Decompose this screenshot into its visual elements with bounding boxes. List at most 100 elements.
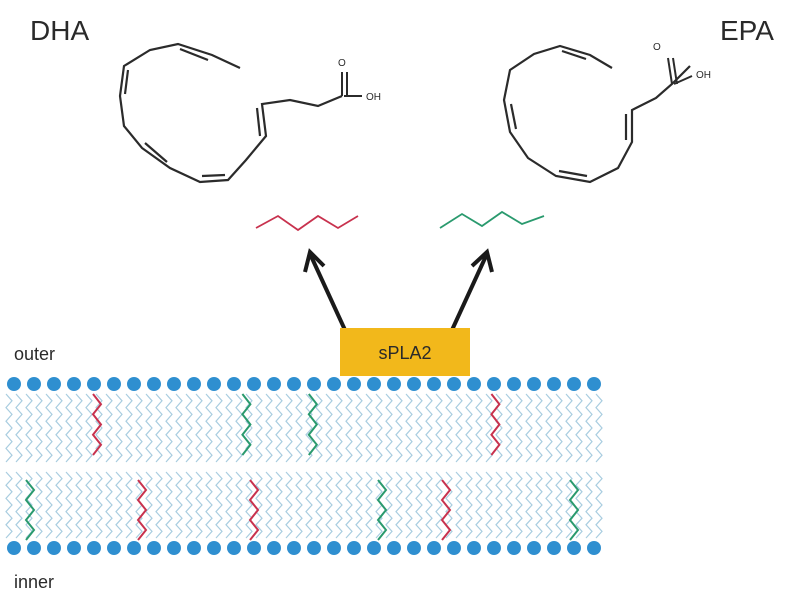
lipid-tail-inner	[485, 471, 493, 539]
lipid-head-outer	[487, 377, 501, 391]
lipid-tail-outer	[265, 393, 273, 463]
lipid-head-inner	[347, 541, 361, 555]
lipid-head-outer	[47, 377, 61, 391]
lipid-tail-outer	[435, 393, 443, 463]
inner-label: inner	[14, 572, 54, 592]
lipid-head-outer	[307, 377, 321, 391]
lipid-tail-inner	[125, 471, 133, 539]
lipid-tail-outer	[185, 393, 193, 463]
lipid-head-inner	[567, 541, 581, 555]
epa-molecule: EPA O OH	[502, 15, 774, 184]
lipid-head-outer	[267, 377, 281, 391]
lipid-head-inner	[127, 541, 141, 555]
epa-double-bond-3	[558, 169, 588, 178]
lipid-tail-outer	[305, 393, 313, 463]
lipid-head-outer	[527, 377, 541, 391]
lipid-tail-inner	[245, 471, 253, 539]
lipid-head-inner	[247, 541, 261, 555]
lipid-head-inner	[7, 541, 21, 555]
lipid-tail-outer	[535, 393, 543, 463]
released-dha-chain	[255, 214, 359, 232]
lipid-tail-inner	[595, 471, 603, 539]
lipid-head-inner	[67, 541, 81, 555]
lipid-tail-outer	[425, 393, 433, 463]
lipid-tail-inner	[55, 471, 63, 539]
lipid-tail-outer	[295, 393, 303, 463]
lipid-head-outer	[27, 377, 41, 391]
lipid-head-inner	[147, 541, 161, 555]
lipid-tail-outer	[445, 393, 453, 463]
lipid-tail-outer	[55, 393, 63, 463]
lipid-tail-inner	[365, 471, 373, 539]
lipid-head-outer	[207, 377, 221, 391]
lipid-head-outer	[87, 377, 101, 391]
lipid-head-outer	[127, 377, 141, 391]
lipid-tail-outer	[155, 393, 163, 463]
outer-label: outer	[14, 344, 55, 364]
lipid-tail-outer	[225, 393, 233, 463]
highlight-chain-outer	[241, 393, 252, 456]
lipid-head-inner	[187, 541, 201, 555]
lipid-head-inner	[487, 541, 501, 555]
lipid-tail-outer	[385, 393, 393, 463]
lipid-head-inner	[327, 541, 341, 555]
lipid-tail-inner	[395, 471, 403, 539]
lipid-tail-outer	[475, 393, 483, 463]
lipid-tail-outer	[365, 393, 373, 463]
lipid-tail-outer	[75, 393, 83, 463]
lipid-tail-inner	[85, 471, 93, 539]
dha-ring-skeleton	[118, 42, 343, 184]
lipid-tail-outer	[405, 393, 413, 463]
lipid-tail-outer	[525, 393, 533, 463]
lipid-tail-inner	[95, 471, 103, 539]
lipid-tail-outer	[95, 393, 103, 463]
lipid-tail-outer	[175, 393, 183, 463]
epa-double-bond-1	[561, 49, 587, 61]
release-arrows	[303, 248, 494, 331]
lipid-tail-outer	[335, 393, 343, 463]
lipid-head-outer	[287, 377, 301, 391]
lipid-tail-outer	[545, 393, 553, 463]
lipid-tail-inner	[165, 471, 173, 539]
lipid-head-inner	[87, 541, 101, 555]
highlight-chain-inner	[248, 479, 260, 541]
lipid-tail-outer	[35, 393, 43, 463]
dha-double-bond-4	[201, 173, 226, 178]
arrowhead-epa	[470, 248, 494, 273]
lipid-tail-inner	[505, 471, 513, 539]
lipid-head-inner	[467, 541, 481, 555]
lipid-tail-inner	[295, 471, 303, 539]
lipid-head-inner	[287, 541, 301, 555]
lipid-tail-inner	[115, 471, 123, 539]
highlight-chain-outer	[91, 393, 103, 456]
epa-ring-skeleton	[502, 44, 691, 184]
arrow-to-dha	[309, 255, 347, 331]
lipid-tail-inner	[5, 471, 13, 539]
epa-label: EPA	[720, 15, 774, 46]
highlight-chain-inner	[136, 479, 148, 541]
lipid-tail-outer	[455, 393, 463, 463]
lipid-tail-outer	[575, 393, 583, 463]
epa-oxygen-label: O	[653, 42, 661, 53]
lipid-tail-inner	[495, 471, 503, 539]
lipid-tail-inner	[215, 471, 223, 539]
highlight-chain-outer	[307, 393, 319, 456]
lipid-head-inner	[167, 541, 181, 555]
lipid-tail-outer	[255, 393, 263, 463]
lipid-tail-outer	[195, 393, 203, 463]
lipid-head-outer	[107, 377, 121, 391]
lipid-tail-inner	[185, 471, 193, 539]
lipid-head-inner	[267, 541, 281, 555]
lipid-head-outer	[67, 377, 81, 391]
lipid-tail-outer	[65, 393, 73, 463]
lipid-head-outer	[587, 377, 601, 391]
lipid-tail-inner	[475, 471, 483, 539]
lipid-head-outer	[367, 377, 381, 391]
epa-carbonyl	[667, 57, 673, 85]
lipid-tail-outer	[555, 393, 563, 463]
lipid-tail-inner	[155, 471, 163, 539]
highlight-chain-inner	[568, 479, 580, 541]
lipid-tail-inner	[465, 471, 473, 539]
lipid-tail-outer	[235, 393, 243, 463]
